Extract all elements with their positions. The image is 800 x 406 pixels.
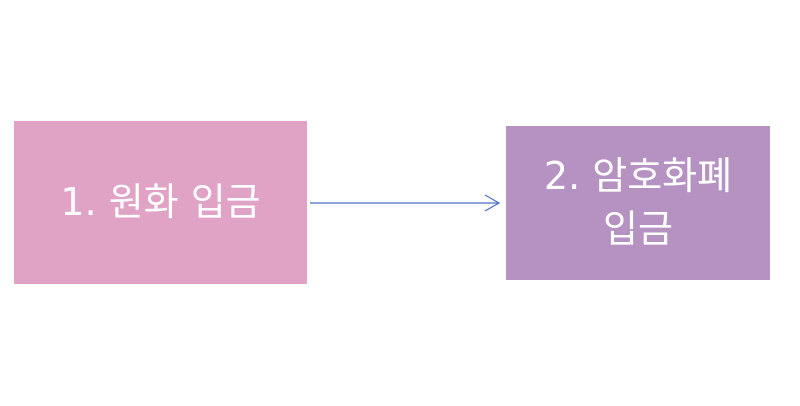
step2-label: 2. 암호화폐 입금 [543, 153, 733, 251]
arrow-head [484, 194, 501, 212]
step1-label: 1. 원화 입금 [60, 179, 261, 224]
step2-box: 2. 암호화폐 입금 [506, 126, 770, 280]
step1-box: 1. 원화 입금 [14, 121, 307, 284]
